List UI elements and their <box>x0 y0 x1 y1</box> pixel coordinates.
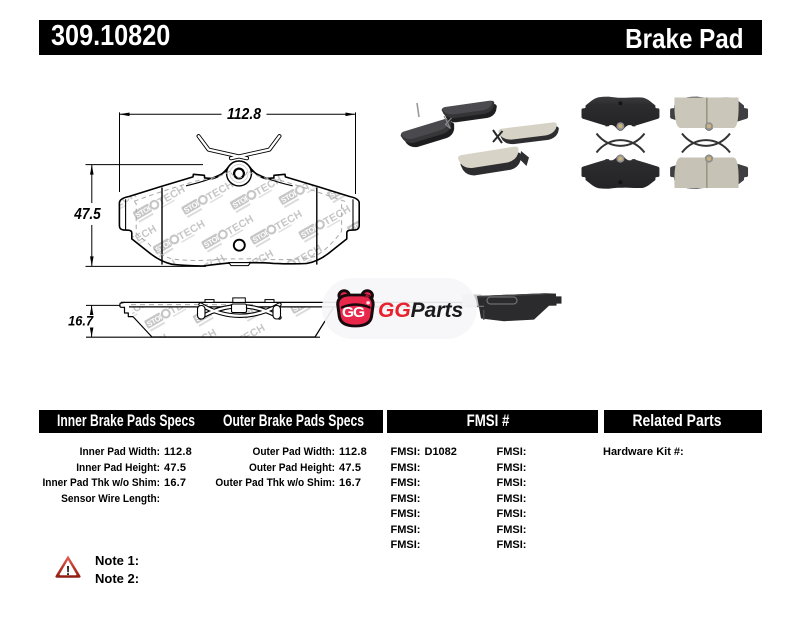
svg-text:112.8: 112.8 <box>227 106 261 123</box>
svg-text:GG: GG <box>342 304 364 320</box>
svg-text:!: ! <box>66 563 70 578</box>
svg-text:47.5: 47.5 <box>73 206 101 223</box>
svg-text:16.7: 16.7 <box>68 313 94 328</box>
